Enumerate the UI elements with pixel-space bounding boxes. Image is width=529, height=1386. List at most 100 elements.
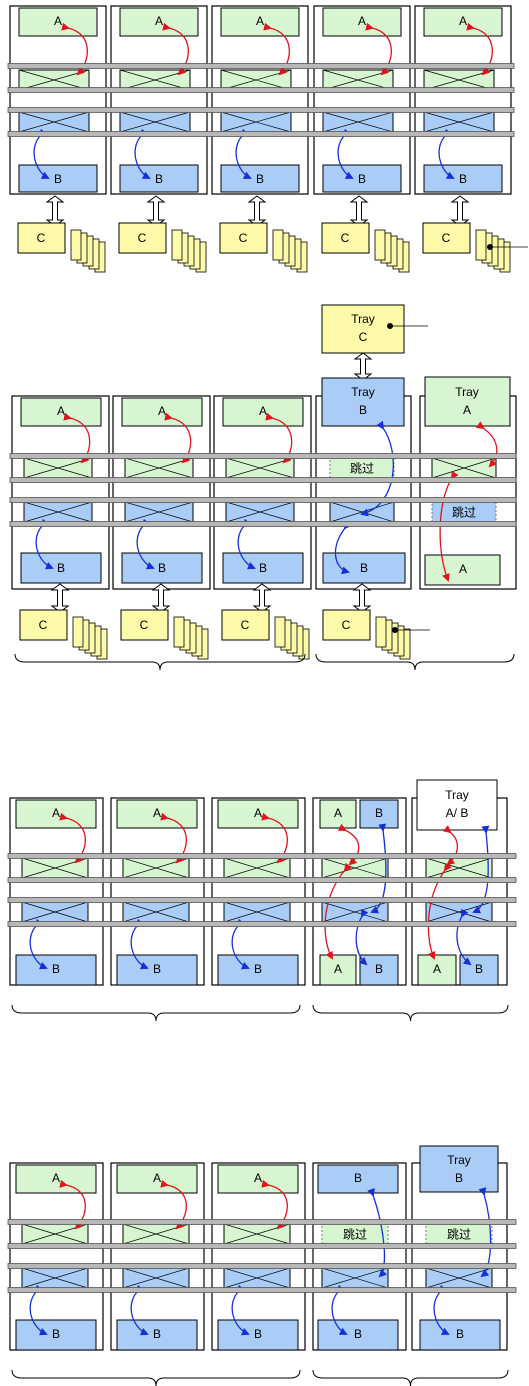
label-c: C bbox=[138, 231, 147, 245]
label-b: B bbox=[459, 172, 467, 186]
transfer-box-a bbox=[125, 458, 193, 478]
transfer-box-a bbox=[432, 458, 496, 478]
transfer-arrow bbox=[254, 584, 270, 612]
tray-stack bbox=[119, 223, 206, 272]
rail bbox=[8, 922, 516, 927]
skip-label: 跳过 bbox=[343, 1228, 367, 1242]
transfer-box-a bbox=[426, 858, 492, 878]
transfer-box-b bbox=[24, 502, 92, 522]
transfer-arrow bbox=[47, 196, 63, 226]
rail bbox=[10, 454, 516, 459]
label-a: A bbox=[459, 562, 467, 576]
tray-c-label: C bbox=[359, 330, 368, 344]
tray-b-label: B bbox=[455, 1171, 463, 1185]
label-b: B bbox=[52, 962, 60, 976]
transfer-box-b bbox=[424, 112, 494, 132]
label-b: B bbox=[375, 806, 383, 820]
transfer-box-b bbox=[22, 902, 88, 922]
rail bbox=[8, 88, 514, 93]
tray-stack bbox=[322, 223, 409, 272]
transfer-arrow bbox=[52, 584, 68, 612]
label-a: A bbox=[153, 806, 161, 820]
rail bbox=[8, 1264, 516, 1269]
transfer-box-b bbox=[221, 112, 291, 132]
label-b: B bbox=[254, 1327, 262, 1341]
transfer-box-b bbox=[123, 1268, 189, 1288]
tray-stack bbox=[220, 223, 307, 272]
tray-b-label: B bbox=[359, 403, 367, 417]
tray-label: Tray bbox=[445, 788, 469, 802]
tray-stack bbox=[423, 223, 510, 272]
group-brace bbox=[313, 1370, 508, 1386]
transfer-arrow bbox=[148, 196, 164, 226]
tray-stack bbox=[20, 610, 107, 659]
label-b: B bbox=[358, 172, 366, 186]
transfer-box-b bbox=[322, 1268, 388, 1288]
label-b: B bbox=[475, 962, 483, 976]
rail bbox=[8, 1244, 516, 1249]
rail bbox=[10, 522, 516, 527]
label-c: C bbox=[140, 618, 149, 632]
transfer-box-b bbox=[330, 502, 394, 522]
tray-stack bbox=[121, 610, 208, 659]
transfer-box-a bbox=[24, 458, 92, 478]
tray-label: Tray bbox=[455, 385, 479, 399]
transfer-box-b bbox=[323, 112, 393, 132]
transfer-box-a bbox=[224, 858, 290, 878]
group-brace bbox=[316, 654, 514, 670]
label-c: C bbox=[342, 618, 351, 632]
label-c: C bbox=[341, 231, 350, 245]
rail bbox=[8, 898, 516, 903]
label-b: B bbox=[456, 1327, 464, 1341]
rail bbox=[8, 132, 514, 137]
label-a: A bbox=[254, 806, 262, 820]
label-c: C bbox=[239, 231, 248, 245]
label-a: A bbox=[259, 404, 267, 418]
rail bbox=[8, 1220, 516, 1225]
label-b: B bbox=[259, 561, 267, 575]
label-c: C bbox=[241, 618, 250, 632]
skip-label: 跳过 bbox=[452, 506, 476, 520]
label-a: A bbox=[459, 14, 467, 28]
label-b: B bbox=[256, 172, 264, 186]
rail bbox=[8, 64, 514, 69]
transfer-arrow bbox=[355, 353, 371, 380]
label-b: B bbox=[57, 561, 65, 575]
tray-stack bbox=[222, 610, 309, 659]
tray-stack bbox=[18, 223, 105, 272]
rail bbox=[10, 498, 516, 503]
label-b: B bbox=[54, 172, 62, 186]
transfer-box-b bbox=[426, 1268, 492, 1288]
label-a: A bbox=[155, 14, 163, 28]
skip-label: 跳过 bbox=[447, 1228, 471, 1242]
tray-label: Tray bbox=[351, 385, 375, 399]
rail bbox=[8, 878, 516, 883]
label-a: A bbox=[54, 14, 62, 28]
label-b: B bbox=[155, 172, 163, 186]
transfer-box-b bbox=[322, 902, 388, 922]
transfer-box-a bbox=[226, 458, 294, 478]
label-a: A bbox=[334, 962, 342, 976]
tray-ab-label: A/ B bbox=[446, 806, 469, 820]
transfer-arrow bbox=[249, 196, 265, 226]
label-a: A bbox=[256, 14, 264, 28]
transfer-box-b bbox=[224, 1268, 290, 1288]
label-b: B bbox=[153, 1327, 161, 1341]
tray-label: Tray bbox=[447, 1153, 471, 1167]
transfer-arrow bbox=[153, 584, 169, 612]
transfer-box-a bbox=[22, 1224, 88, 1244]
rail bbox=[8, 854, 516, 859]
transfer-box-a bbox=[123, 1224, 189, 1244]
skip-label: 跳过 bbox=[350, 462, 374, 476]
transfer-box-b bbox=[22, 1268, 88, 1288]
group-brace bbox=[313, 1005, 508, 1021]
group-brace bbox=[12, 1370, 300, 1386]
transfer-arrow bbox=[351, 196, 367, 226]
rail bbox=[10, 478, 516, 483]
rail bbox=[8, 108, 514, 113]
label-c: C bbox=[39, 618, 48, 632]
label-b: B bbox=[354, 1327, 362, 1341]
tray-stack bbox=[323, 610, 410, 659]
transfer-box-b bbox=[120, 112, 190, 132]
transfer-box-a bbox=[123, 858, 189, 878]
